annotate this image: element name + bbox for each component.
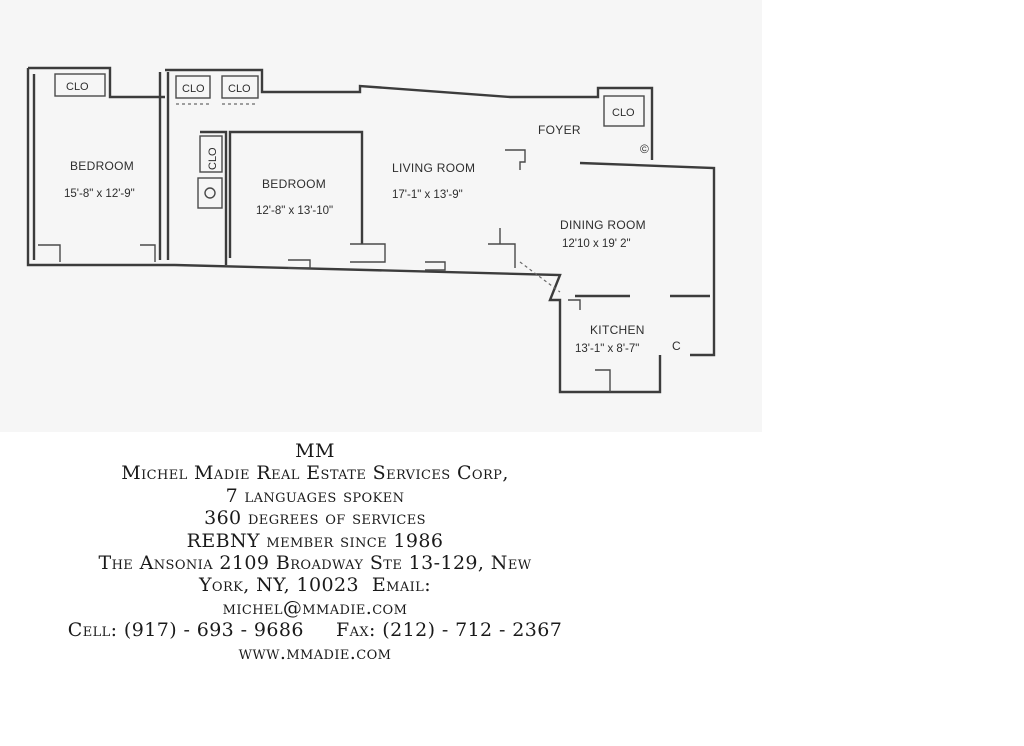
room-dimensions: 13'-1" x 8'-7": [575, 343, 639, 355]
address-line-2: York, NY, 10023 Email:: [198, 574, 432, 597]
closet-label: CLO: [228, 83, 251, 95]
floorplan-diagram: CLO CLO CLO CLO CLO FOYER © BEDROOM 15'-…: [26, 66, 716, 394]
address-line: The Ansonia 2109 Broadway Ste 13-129, Ne…: [98, 552, 532, 575]
services-line: 360 degrees of services: [204, 507, 426, 530]
room-dimensions: 15'-8" x 12'-9": [64, 188, 135, 200]
website-link[interactable]: www.mmadie.com: [238, 641, 392, 664]
email-link[interactable]: michel@mmadie.com: [222, 596, 408, 619]
closet-label: CLO: [182, 83, 205, 95]
phone-fax-line: Cell: (917) - 693 - 9686 Fax: (212) - 71…: [67, 619, 563, 642]
floorplan-background: [0, 0, 762, 432]
outer-walls: [26, 66, 716, 394]
room-dimensions: 17'-1" x 13'-9": [392, 189, 463, 201]
closets: [54, 73, 645, 293]
languages-line: 7 languages spoken: [225, 484, 405, 507]
room-name: BEDROOM: [70, 159, 134, 173]
closet-label: CLO: [612, 107, 635, 119]
closet-label: CLO: [66, 81, 89, 93]
room-name: LIVING ROOM: [392, 161, 475, 175]
rebny-line: REBNY member since 1986: [186, 529, 444, 552]
window-details: [38, 149, 611, 392]
foyer-label: FOYER: [538, 123, 581, 137]
room-name: BEDROOM: [262, 177, 326, 191]
room-name: KITCHEN: [590, 323, 645, 337]
agent-contact-block: MM Michel Madie Real Estate Services Cor…: [40, 440, 590, 664]
copyright-mark: ©: [640, 142, 649, 156]
room-name: DINING ROOM: [560, 218, 646, 232]
c-mark: C: [672, 339, 681, 353]
closet-label-vertical: CLO: [207, 147, 219, 170]
company-name: Michel Madie Real Estate Services Corp,: [121, 462, 509, 485]
room-dimensions: 12'10 x 19' 2": [562, 238, 631, 250]
logo-initials: MM: [295, 440, 335, 462]
room-dimensions: 12'-8" x 13'-10": [256, 205, 333, 217]
